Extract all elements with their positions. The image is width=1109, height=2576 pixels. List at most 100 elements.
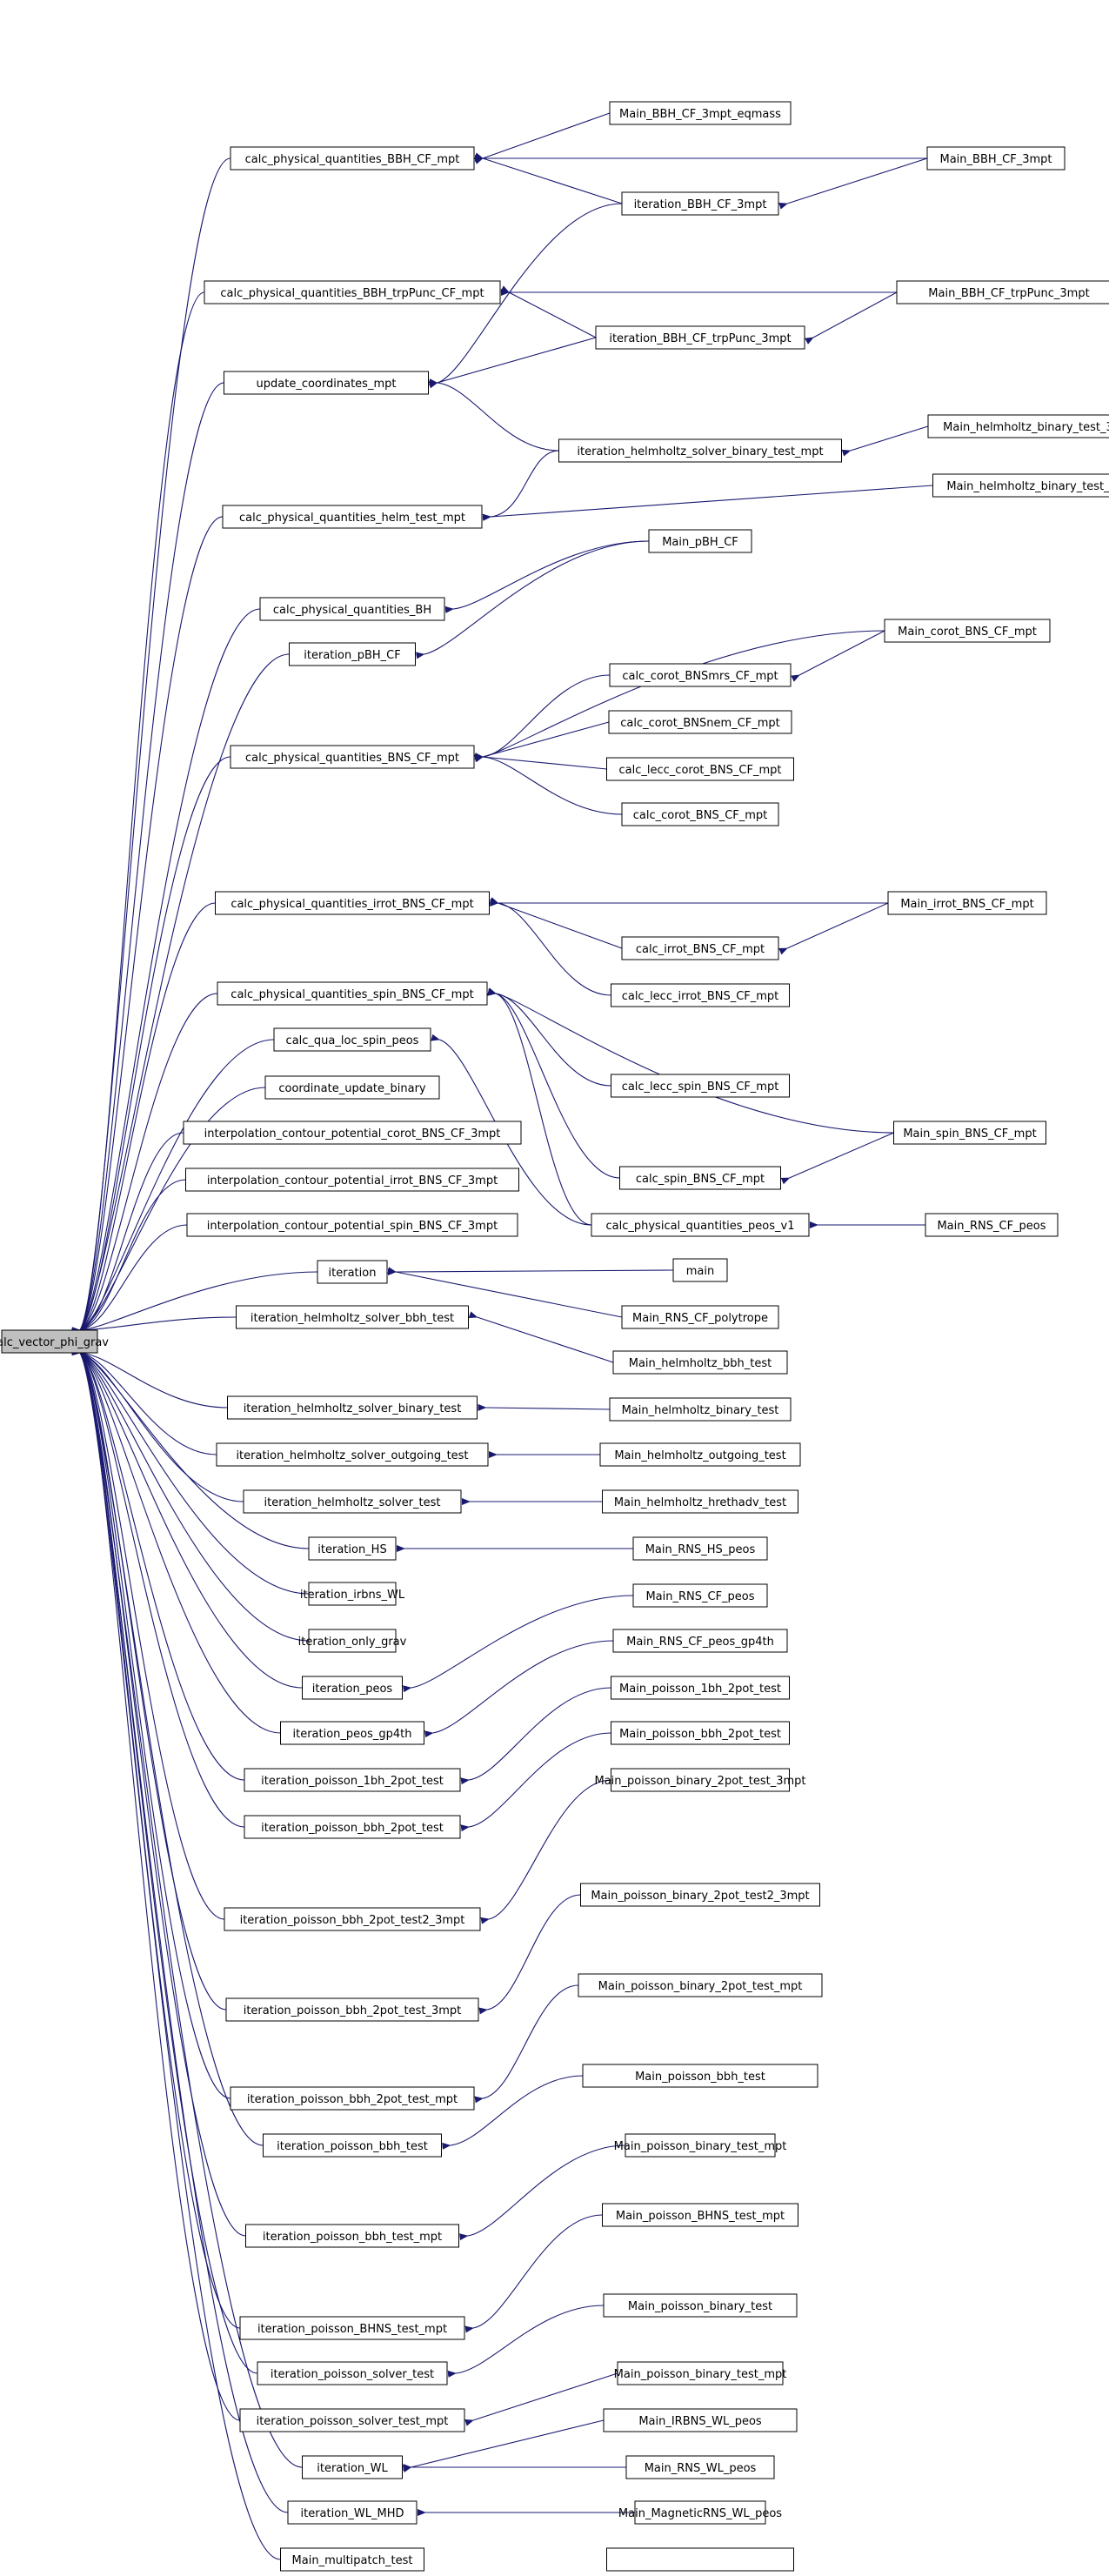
node-main-helmholtz-hrethadv-test[interactable]: Main_helmholtz_hrethadv_test <box>602 1489 798 1514</box>
node-label: iteration_helmholtz_solver_outgoing_test <box>236 1449 468 1462</box>
node-label: Main_RNS_CF_peos <box>937 1220 1046 1233</box>
node-main-pbh-cf[interactable]: Main_pBH_CF <box>648 529 752 553</box>
node-main-rns-hs-peos[interactable]: Main_RNS_HS_peos <box>632 1536 768 1561</box>
node-iteration-bbh-cf-3mpt[interactable]: iteration_BBH_CF_3mpt <box>621 191 779 216</box>
node-iteration-poisson-bhns-test-mpt[interactable]: iteration_poisson_BHNS_test_mpt <box>239 2316 465 2340</box>
node-label: Main_poisson_BHNS_test_mpt <box>616 2210 785 2223</box>
node-main-poisson-bhns-test-mpt[interactable]: Main_poisson_BHNS_test_mpt <box>602 2203 798 2227</box>
node-iteration-irbns-wl[interactable]: iteration_irbns_WL <box>300 1582 405 1606</box>
node-calc-lecc-irrot-bns-cf-mpt[interactable]: calc_lecc_irrot_BNS_CF_mpt <box>611 983 790 1007</box>
node-calc-lecc-spin-bns-cf-mpt[interactable]: calc_lecc_spin_BNS_CF_mpt <box>611 1074 790 1098</box>
node-calc-physical-quantities-bns-cf-mpt[interactable]: calc_physical_quantities_BNS_CF_mpt <box>230 745 475 769</box>
node-box <box>625 2133 776 2158</box>
node-main-irrot-bns-cf-mpt[interactable]: Main_irrot_BNS_CF_mpt <box>887 891 1047 915</box>
node-main-helmholtz-binary-test-mpt[interactable]: Main_helmholtz_binary_test_mpt <box>932 473 1109 498</box>
node-calc-qua-loc-spin-peos[interactable]: calc_qua_loc_spin_peos <box>273 1027 431 1052</box>
node-main-poisson-binary-test-mpt[interactable]: Main_poisson_binary_test_mpt <box>614 2361 787 2385</box>
node-iteration-helmholtz-solver-outgoing-test[interactable]: iteration_helmholtz_solver_outgoing_test <box>216 1442 489 1467</box>
node-iteration-helmholtz-solver-bbh-test[interactable]: iteration_helmholtz_solver_bbh_test <box>236 1305 469 1329</box>
node-iteration-poisson-solver-test-mpt[interactable]: iteration_poisson_solver_test_mpt <box>239 2408 465 2432</box>
node-interpolation-contour-potential-corot-bns-cf-3mpt[interactable]: interpolation_contour_potential_corot_BN… <box>183 1121 522 1145</box>
node-iteration-poisson-solver-test[interactable]: iteration_poisson_solver_test <box>257 2361 448 2385</box>
node-iteration-bbh-cf-trppunc-3mpt[interactable]: iteration_BBH_CF_trpPunc_3mpt <box>595 325 805 350</box>
node-main-rns-cf-peos[interactable]: Main_RNS_CF_peos <box>632 1583 768 1608</box>
node-interpolation-contour-potential-irrot-bns-cf-3mpt[interactable]: interpolation_contour_potential_irrot_BN… <box>185 1168 519 1192</box>
node-main-rns-cf-peos-gp4th[interactable]: Main_RNS_CF_peos_gp4th <box>612 1629 788 1653</box>
node-calc-lecc-corot-bns-cf-mpt[interactable]: calc_lecc_corot_BNS_CF_mpt <box>606 757 794 781</box>
node-main-poisson-binary-test[interactable]: Main_poisson_binary_test <box>603 2293 798 2318</box>
node-undefined[interactable] <box>606 2547 794 2572</box>
node-iteration-helmholtz-solver-binary-test[interactable]: iteration_helmholtz_solver_binary_test <box>227 1395 478 1420</box>
call-edge <box>71 1271 318 1335</box>
node-calc-physical-quantities-peos-v1[interactable]: calc_physical_quantities_peos_v1 <box>591 1213 810 1237</box>
node-main-rns-cf-peos[interactable]: Main_RNS_CF_peos <box>925 1213 1059 1237</box>
node-main-poisson-binary-2pot-test-3mpt[interactable]: Main_poisson_binary_2pot_test_3mpt <box>594 1768 806 1792</box>
node-main-irbns-wl-peos[interactable]: Main_IRBNS_WL_peos <box>603 2408 798 2432</box>
node-main-bbh-cf-3mpt-eqmass[interactable]: Main_BBH_CF_3mpt_eqmass <box>609 101 792 125</box>
node-iteration-peos[interactable]: iteration_peos <box>302 1676 403 1700</box>
node-calc-physical-quantities-bbh-cf-mpt[interactable]: calc_physical_quantities_BBH_CF_mpt <box>230 146 475 171</box>
node-main-rns-wl-peos[interactable]: Main_RNS_WL_peos <box>625 2455 775 2479</box>
node-iteration-poisson-bbh-2pot-test-mpt[interactable]: iteration_poisson_bbh_2pot_test_mpt <box>230 2086 475 2111</box>
node-calc-spin-bns-cf-mpt[interactable]: calc_spin_BNS_CF_mpt <box>619 1166 781 1190</box>
node-iteration-poisson-bbh-test-mpt[interactable]: iteration_poisson_bbh_test_mpt <box>245 2224 459 2248</box>
node-box <box>884 619 1051 643</box>
node-label: iteration_WL_MHD <box>300 2507 404 2520</box>
node-calc-physical-quantities-bbh-trppunc-cf-mpt[interactable]: calc_physical_quantities_BBH_trpPunc_CF_… <box>204 280 501 304</box>
node-iteration-poisson-1bh-2pot-test[interactable]: iteration_poisson_1bh_2pot_test <box>244 1768 461 1792</box>
node-main-helmholtz-bbh-test[interactable]: Main_helmholtz_bbh_test <box>612 1350 788 1375</box>
node-iteration-poisson-bbh-2pot-test[interactable]: iteration_poisson_bbh_2pot_test <box>244 1815 461 1839</box>
node-iteration-hs[interactable]: iteration_HS <box>308 1536 397 1561</box>
node-calc-corot-bns-cf-mpt[interactable]: calc_corot_BNS_CF_mpt <box>621 802 779 826</box>
node-main-bbh-cf-trppunc-3mpt[interactable]: Main_BBH_CF_trpPunc_3mpt <box>896 280 1109 304</box>
call-edge <box>72 1344 241 2329</box>
node-interpolation-contour-potential-spin-bns-cf-3mpt[interactable]: interpolation_contour_potential_spin_BNS… <box>186 1213 518 1237</box>
node-iteration-poisson-bbh-2pot-test2-3mpt[interactable]: iteration_poisson_bbh_2pot_test2_3mpt <box>224 1907 481 1931</box>
node-iteration-wl[interactable]: iteration_WL <box>302 2455 403 2479</box>
node-calc-physical-quantities-irrot-bns-cf-mpt[interactable]: calc_physical_quantities_irrot_BNS_CF_mp… <box>215 891 490 915</box>
node-main-poisson-bbh-test[interactable]: Main_poisson_bbh_test <box>582 2064 818 2088</box>
node-main[interactable]: main <box>672 1258 728 1282</box>
node-main-helmholtz-outgoing-test[interactable]: Main_helmholtz_outgoing_test <box>599 1442 801 1467</box>
node-label: iteration_poisson_bbh_2pot_test <box>261 1822 444 1835</box>
node-main-poisson-1bh-2pot-test[interactable]: Main_poisson_1bh_2pot_test <box>611 1676 790 1700</box>
node-main-poisson-binary-2pot-test-mpt[interactable]: Main_poisson_binary_2pot_test_mpt <box>578 1973 823 1997</box>
node-coordinate-update-binary[interactable]: coordinate_update_binary <box>264 1075 440 1100</box>
node-main-magneticrns-wl-peos[interactable]: Main_MagneticRNS_WL_peos <box>618 2500 782 2525</box>
call-edge <box>459 2144 626 2241</box>
node-main-bbh-cf-3mpt[interactable]: Main_BBH_CF_3mpt <box>926 146 1066 171</box>
node-calc-physical-quantities-helm-test-mpt[interactable]: calc_physical_quantities_helm_test_mpt <box>222 505 483 529</box>
node-box <box>308 1536 397 1561</box>
node-calc-physical-quantities-spin-bns-cf-mpt[interactable]: calc_physical_quantities_spin_BNS_CF_mpt <box>217 981 488 1006</box>
node-main-rns-cf-polytrope[interactable]: Main_RNS_CF_polytrope <box>621 1305 779 1329</box>
node-calc-physical-quantities-bh[interactable]: calc_physical_quantities_BH <box>259 597 445 621</box>
node-iteration[interactable]: iteration <box>317 1260 388 1284</box>
node-calc-vector-phi-grav[interactable]: calc_vector_phi_grav <box>0 1329 109 1354</box>
node-calc-corot-bnsmrs-cf-mpt[interactable]: calc_corot_BNSmrs_CF_mpt <box>609 663 792 687</box>
node-iteration-poisson-bbh-2pot-test-3mpt[interactable]: iteration_poisson_bbh_2pot_test_3mpt <box>225 1997 479 2022</box>
node-box <box>215 891 490 915</box>
node-iteration-wl-mhd[interactable]: iteration_WL_MHD <box>287 2500 418 2525</box>
node-iteration-helmholtz-solver-test[interactable]: iteration_helmholtz_solver_test <box>243 1489 462 1514</box>
call-edge <box>72 516 224 1339</box>
node-main-multipatch-test[interactable]: Main_multipatch_test <box>280 2547 424 2572</box>
node-label: interpolation_contour_potential_spin_BNS… <box>207 1220 498 1233</box>
node-main-poisson-binary-2pot-test2-3mpt[interactable]: Main_poisson_binary_2pot_test2_3mpt <box>580 1883 820 1907</box>
node-main-poisson-bbh-2pot-test[interactable]: Main_poisson_bbh_2pot_test <box>611 1721 790 1745</box>
node-iteration-poisson-bbh-test[interactable]: iteration_poisson_bbh_test <box>263 2133 442 2158</box>
node-update-coordinates-mpt[interactable]: update_coordinates_mpt <box>224 371 429 395</box>
call-edge <box>428 203 623 389</box>
node-main-spin-bns-cf-mpt[interactable]: Main_spin_BNS_CF_mpt <box>893 1121 1046 1145</box>
node-iteration-helmholtz-solver-binary-test-mpt[interactable]: iteration_helmholtz_solver_binary_test_m… <box>558 438 842 463</box>
node-box <box>183 1121 522 1145</box>
node-main-poisson-binary-test-mpt[interactable]: Main_poisson_binary_test_mpt <box>614 2133 787 2158</box>
node-main-corot-bns-cf-mpt[interactable]: Main_corot_BNS_CF_mpt <box>884 619 1051 643</box>
node-iteration-peos-gp4th[interactable]: iteration_peos_gp4th <box>280 1721 424 1745</box>
node-main-helmholtz-binary-test[interactable]: Main_helmholtz_binary_test <box>609 1397 792 1422</box>
node-calc-corot-bnsnem-cf-mpt[interactable]: calc_corot_BNSnem_CF_mpt <box>608 710 792 734</box>
call-edge <box>482 450 559 521</box>
node-main-helmholtz-binary-test-3mpt[interactable]: Main_helmholtz_binary_test_3mpt <box>927 414 1109 438</box>
node-iteration-pbh-cf[interactable]: iteration_pBH_CF <box>289 642 416 666</box>
node-calc-irrot-bns-cf-mpt[interactable]: calc_irrot_BNS_CF_mpt <box>621 936 779 960</box>
node-iteration-only-grav[interactable]: iteration_only_grav <box>298 1629 407 1653</box>
